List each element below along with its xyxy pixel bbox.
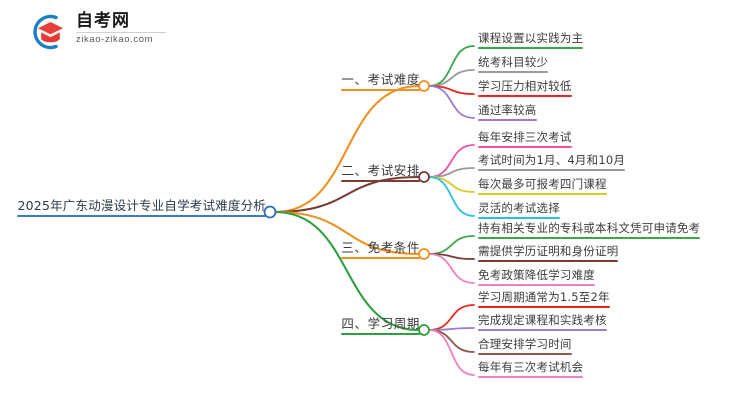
mindmap-branch-node-2[interactable]: 二、考试安排 bbox=[341, 160, 420, 182]
mindmap-leaf-label: 免考政策降低学习难度 bbox=[478, 268, 595, 282]
mindmap-branch-node-4[interactable]: 四、学习周期 bbox=[341, 313, 420, 335]
mindmap-root-underline bbox=[17, 215, 266, 217]
logo-text-block: 自考网 zikao-zikao.com bbox=[76, 11, 168, 46]
logo-divider bbox=[76, 32, 166, 33]
mindmap-leaf-label: 合理安排学习时间 bbox=[478, 337, 572, 351]
mindmap-leaf-label: 学习周期通常为1.5至2年 bbox=[478, 290, 610, 304]
mindmap-leaf-label: 每年有三次考试机会 bbox=[478, 360, 584, 374]
mindmap-branch-underline bbox=[341, 89, 420, 91]
mindmap-leaf-node-4-1[interactable]: 学习周期通常为1.5至2年 bbox=[478, 289, 610, 308]
logo-site-name: 自考网 bbox=[76, 11, 130, 31]
mindmap-root-node[interactable]: 2025年广东动漫设计专业自学考试难度分析 bbox=[17, 195, 266, 217]
mindmap-leaf-node-1-4[interactable]: 通过率较高 bbox=[478, 102, 537, 121]
mindmap-leaf-node-3-2[interactable]: 需提供学历证明和身份证明 bbox=[478, 243, 619, 262]
mindmap-leaf-underline bbox=[478, 119, 537, 121]
mindmap-leaf-underline bbox=[478, 217, 560, 219]
mindmap-leaf-underline bbox=[478, 284, 595, 286]
mindmap-leaf-node-1-3[interactable]: 学习压力相对较低 bbox=[478, 78, 572, 97]
mindmap-leaf-label: 每年安排三次考试 bbox=[478, 130, 572, 144]
mindmap-leaf-node-2-2[interactable]: 考试时间为1月、4月和10月 bbox=[478, 152, 626, 171]
mindmap-branch-label: 一、考试难度 bbox=[341, 72, 420, 87]
mindmap-leaf-label: 需提供学历证明和身份证明 bbox=[478, 244, 619, 258]
mindmap-branch-node-3[interactable]: 三、免考条件 bbox=[341, 237, 420, 259]
mindmap-branch-node-1[interactable]: 一、考试难度 bbox=[341, 69, 420, 91]
mindmap-leaf-underline bbox=[478, 237, 701, 239]
mindmap-branch-label: 三、免考条件 bbox=[341, 240, 420, 255]
mindmap-leaf-label: 课程设置以实践为主 bbox=[478, 31, 584, 45]
mindmap-leaf-label: 考试时间为1月、4月和10月 bbox=[478, 153, 626, 167]
mindmap-leaf-underline bbox=[478, 169, 626, 171]
mindmap-leaf-underline bbox=[478, 146, 572, 148]
mindmap-leaf-label: 每次最多可报考四门课程 bbox=[478, 177, 607, 191]
mindmap-leaf-label: 通过率较高 bbox=[478, 103, 537, 117]
mindmap-leaf-node-4-2[interactable]: 完成规定课程和实践考核 bbox=[478, 312, 607, 331]
mindmap-leaf-underline bbox=[478, 95, 572, 97]
mindmap-branch-label: 二、考试安排 bbox=[341, 163, 420, 178]
mindmap-branch-underline bbox=[341, 257, 420, 259]
mindmap-leaf-node-3-3[interactable]: 免考政策降低学习难度 bbox=[478, 267, 595, 286]
mindmap-leaf-label: 完成规定课程和实践考核 bbox=[478, 313, 607, 327]
logo-site-url: zikao-zikao.com bbox=[76, 34, 154, 45]
mindmap-root-label: 2025年广东动漫设计专业自学考试难度分析 bbox=[17, 198, 266, 213]
mindmap-leaf-node-2-3[interactable]: 每次最多可报考四门课程 bbox=[478, 176, 607, 195]
mindmap-leaf-underline bbox=[478, 71, 549, 73]
mindmap-leaf-node-2-1[interactable]: 每年安排三次考试 bbox=[478, 129, 572, 148]
mindmap-leaf-node-4-3[interactable]: 合理安排学习时间 bbox=[478, 336, 572, 355]
mindmap-leaf-underline bbox=[478, 353, 572, 355]
mindmap-leaf-underline bbox=[478, 47, 584, 49]
mindmap-leaf-node-3-1[interactable]: 持有相关专业的专科或本科文凭可申请免考 bbox=[478, 220, 701, 239]
mindmap-leaf-label: 灵活的考试选择 bbox=[478, 201, 560, 215]
mindmap-leaf-underline bbox=[478, 193, 607, 195]
mindmap-leaf-node-1-2[interactable]: 统考科目较少 bbox=[478, 54, 549, 73]
mindmap-branch-underline bbox=[341, 333, 420, 335]
mindmap-leaf-label: 统考科目较少 bbox=[478, 55, 549, 69]
graduation-cap-logo-icon bbox=[26, 12, 70, 52]
mindmap-leaf-node-4-4[interactable]: 每年有三次考试机会 bbox=[478, 359, 584, 378]
mindmap-branch-label: 四、学习周期 bbox=[341, 316, 420, 331]
mindmap-leaf-underline bbox=[478, 306, 610, 308]
mindmap-leaf-underline bbox=[478, 260, 619, 262]
site-logo: 自考网 zikao-zikao.com bbox=[26, 10, 166, 54]
mindmap-leaf-label: 持有相关专业的专科或本科文凭可申请免考 bbox=[478, 221, 701, 235]
mindmap-leaf-underline bbox=[478, 376, 584, 378]
mindmap-leaf-node-1-1[interactable]: 课程设置以实践为主 bbox=[478, 30, 584, 49]
mindmap-leaf-label: 学习压力相对较低 bbox=[478, 79, 572, 93]
mindmap-leaf-underline bbox=[478, 329, 607, 331]
mindmap-branch-underline bbox=[341, 180, 420, 182]
mindmap-leaf-node-2-4[interactable]: 灵活的考试选择 bbox=[478, 200, 560, 219]
